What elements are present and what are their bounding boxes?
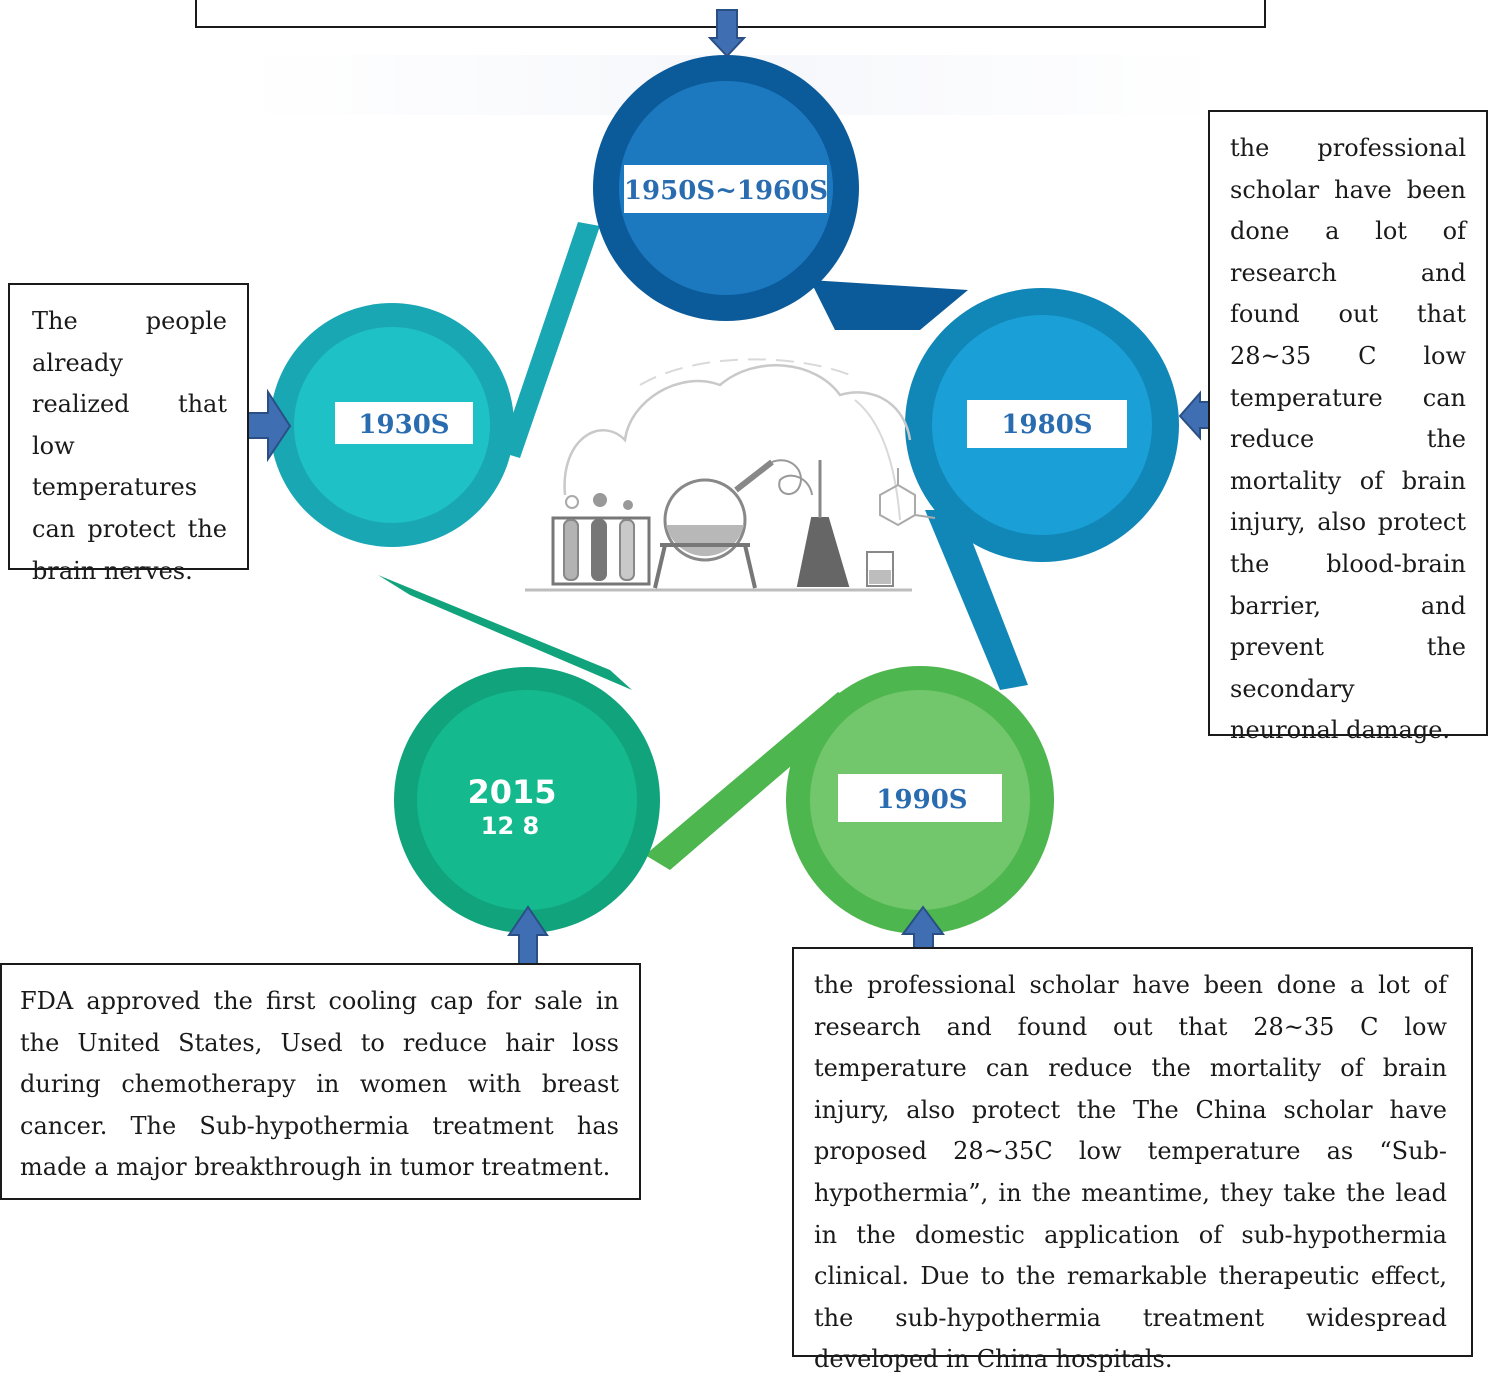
molecule-icon xyxy=(879,468,936,527)
lab-illustration xyxy=(525,358,936,592)
beaker-icon xyxy=(866,551,894,587)
connector-1930 xyxy=(500,222,600,458)
timeline-diagram: 1950S~1960S 1930S 1980S 2015 12 8 1990S xyxy=(245,9,1231,966)
label-1950s-1960s: 1950S~1960S xyxy=(624,176,828,206)
arrow-right-icon xyxy=(245,388,292,463)
connector-2015 xyxy=(378,575,632,690)
note-1930s: The people already realized that low tem… xyxy=(8,283,249,585)
year-2015: 2015 xyxy=(467,773,556,811)
note-1990s: the professional scholar have been done … xyxy=(792,947,1473,1373)
date-2015: 12 8 xyxy=(481,812,539,840)
note-1980s: the professional scholar have been done … xyxy=(1208,110,1488,744)
node-1980s: 1980S xyxy=(905,288,1179,562)
connector-1950 xyxy=(810,280,968,330)
arrow-down-icon xyxy=(707,9,747,58)
note-2015: FDA approved the first cooling cap for s… xyxy=(0,963,641,1200)
node-2015: 2015 12 8 xyxy=(394,667,660,933)
dash-line-icon xyxy=(639,358,851,386)
arrow-up-icon xyxy=(507,905,549,966)
connector-1980 xyxy=(925,510,1028,690)
label-1990s: 1990S xyxy=(876,785,967,815)
node-1950s-1960s: 1950S~1960S xyxy=(593,55,859,321)
label-1930s: 1930S xyxy=(358,410,449,440)
dash-curve-icon xyxy=(854,399,901,521)
cloud-outline xyxy=(563,364,912,496)
erlenmeyer-icon xyxy=(796,460,850,587)
test-tube-rack-icon xyxy=(551,493,651,586)
node-1990s: 1990S xyxy=(786,666,1054,934)
node-1930s: 1930S xyxy=(270,303,514,547)
flask-icon xyxy=(653,459,813,589)
label-1980s: 1980S xyxy=(1001,410,1092,440)
